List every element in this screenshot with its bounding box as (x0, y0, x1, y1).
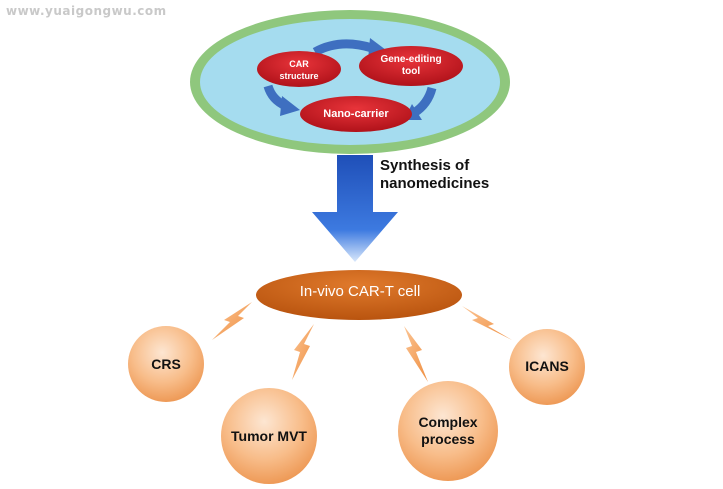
synthesis-label: Synthesis of nanomedicines (380, 157, 490, 192)
outcome-label-complex-process: Complex process (418, 414, 478, 447)
outcome-label-tumor-mvt: Tumor MVT (231, 428, 307, 444)
outcome-label-icans: ICANS (525, 358, 569, 374)
hub-label: In-vivo CAR-T cell (299, 283, 421, 300)
outcome-label-crs: CRS (151, 356, 181, 372)
watermark-text: www.yuaigongwu.com (6, 4, 167, 18)
pill-label-gene-editing-tool: Gene-editing tool (380, 54, 442, 77)
outcome-circle-icans (509, 329, 585, 405)
bolt-to-crs (212, 302, 252, 340)
bolt-to-tumor-mvt (292, 324, 314, 380)
outcome-circle-tumor-mvt (221, 388, 317, 484)
bolt-to-complex-process (404, 326, 428, 382)
synthesis-arrow (312, 155, 398, 262)
outcome-circle-complex-process (398, 381, 498, 481)
pill-gene-editing-tool (359, 46, 463, 86)
pill-label-nano-carrier: Nano-carrier (323, 108, 389, 120)
cycle-arrow-left-head (280, 96, 300, 116)
cycle-arrow-top (312, 39, 374, 57)
hub-ellipse (256, 270, 462, 320)
pill-label-car-structure: CAR structure (279, 59, 319, 81)
bolt-to-icans (462, 306, 512, 340)
pill-car-structure (257, 51, 341, 87)
outcome-circle-crs (128, 326, 204, 402)
pill-nano-carrier (300, 96, 412, 132)
